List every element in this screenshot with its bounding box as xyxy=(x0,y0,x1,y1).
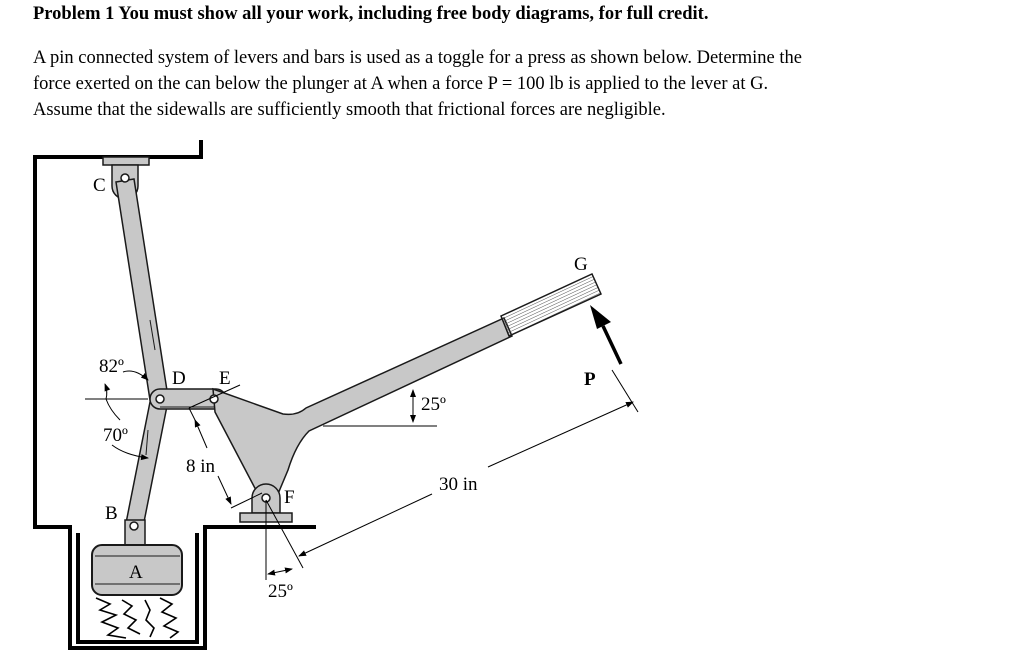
angle-indicators-d xyxy=(85,370,149,461)
inner-press-well xyxy=(76,533,199,644)
label-d: D xyxy=(172,368,186,389)
bar-db-centerline xyxy=(145,429,149,456)
problem-statement: A pin connected system of levers and bar… xyxy=(33,45,993,123)
crushed-can xyxy=(95,597,180,639)
label-angle-25-bottom: 25º xyxy=(268,581,293,602)
problem-heading: Problem 1 You must show all your work, i… xyxy=(33,4,709,24)
statement-line-3: Assume that the sidewalls are sufficient… xyxy=(33,100,666,120)
label-length-8: 8 in xyxy=(186,456,216,477)
label-e: E xyxy=(219,368,231,389)
plunger-a xyxy=(91,519,183,596)
label-length-30: 30 in xyxy=(439,474,478,495)
angle-25-lever xyxy=(323,389,437,427)
label-angle-70: 70º xyxy=(103,425,128,446)
label-p: P xyxy=(584,369,596,390)
label-a: A xyxy=(129,562,143,583)
handle-g xyxy=(500,273,602,338)
label-angle-25-lever: 25º xyxy=(421,394,446,415)
statement-line-2: force exerted on the can below the plung… xyxy=(33,74,769,94)
force-p xyxy=(590,305,623,365)
bell-crank-lever xyxy=(212,317,513,502)
label-g: G xyxy=(574,254,588,275)
pin-b xyxy=(129,521,139,531)
label-c: C xyxy=(93,175,106,196)
label-angle-82: 82º xyxy=(99,356,124,377)
statement-line-1: A pin connected system of levers and bar… xyxy=(33,48,802,68)
dimension-8in xyxy=(188,384,263,509)
bar-cd-centerline xyxy=(149,319,156,351)
angle-25-bottom xyxy=(265,500,293,580)
label-b: B xyxy=(105,503,118,524)
label-f: F xyxy=(284,487,295,508)
dimension-30in xyxy=(265,369,639,569)
figure-labels: C D E F G B A P 82º 70º 8 in 25º 30 in 2… xyxy=(93,175,596,602)
pin-d xyxy=(155,394,165,404)
pin-c xyxy=(120,173,130,183)
bar-db xyxy=(125,396,169,528)
